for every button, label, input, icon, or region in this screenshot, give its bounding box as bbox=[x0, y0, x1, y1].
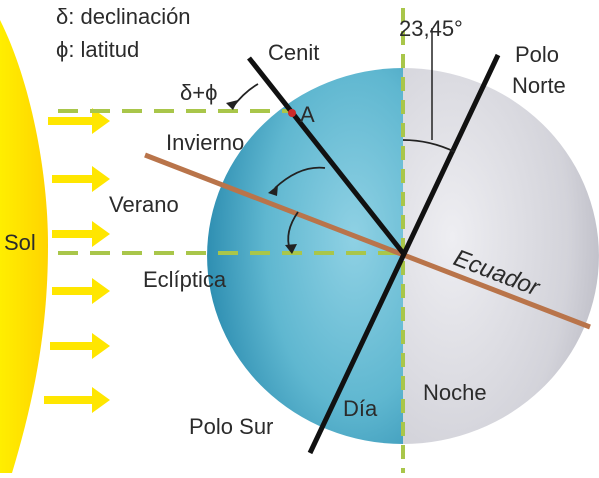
north-pole-label-line1: Polo bbox=[515, 42, 559, 67]
winter-angle-arc bbox=[274, 166, 326, 189]
earth-axis-line bbox=[307, 53, 501, 455]
south-pole-label: Polo Sur bbox=[189, 414, 273, 439]
point-a-marker bbox=[288, 109, 296, 117]
delta-phi-arc bbox=[231, 83, 259, 109]
day-label: Día bbox=[343, 396, 378, 421]
legend-declination: δ: declinación bbox=[56, 4, 191, 29]
delta-phi-arrow bbox=[226, 100, 238, 110]
summer-angle-arrow bbox=[285, 244, 297, 254]
night-label: Noche bbox=[423, 380, 487, 405]
north-pole-label-line2: Norte bbox=[512, 73, 566, 98]
zenith-label: Cenit bbox=[268, 40, 319, 65]
summer-label: Verano bbox=[109, 192, 179, 217]
sun-ray bbox=[48, 108, 110, 134]
equator-line bbox=[144, 152, 591, 330]
ecliptic-label: Eclíptica bbox=[143, 267, 227, 292]
sun-ray bbox=[52, 221, 110, 247]
sun-rays bbox=[44, 108, 110, 413]
legend-latitude: ϕ: latitud bbox=[56, 37, 139, 62]
earth-night-side bbox=[403, 68, 599, 444]
sun-ray bbox=[52, 166, 110, 192]
sun-shape bbox=[0, 20, 48, 473]
winter-angle-arrow bbox=[268, 185, 278, 196]
tilt-angle-label: 23,45° bbox=[399, 16, 463, 41]
winter-label: Invierno bbox=[166, 130, 244, 155]
point-a-label: A bbox=[300, 102, 315, 127]
zenith-line bbox=[247, 56, 405, 255]
sun-ray bbox=[50, 333, 110, 359]
delta-phi-label: δ+ϕ bbox=[180, 80, 217, 105]
tilt-angle-arc bbox=[402, 139, 456, 153]
sun-ray bbox=[52, 278, 110, 304]
sun-ray bbox=[44, 387, 110, 413]
earth-day-side bbox=[207, 68, 403, 444]
sun-label: Sol bbox=[4, 230, 36, 255]
